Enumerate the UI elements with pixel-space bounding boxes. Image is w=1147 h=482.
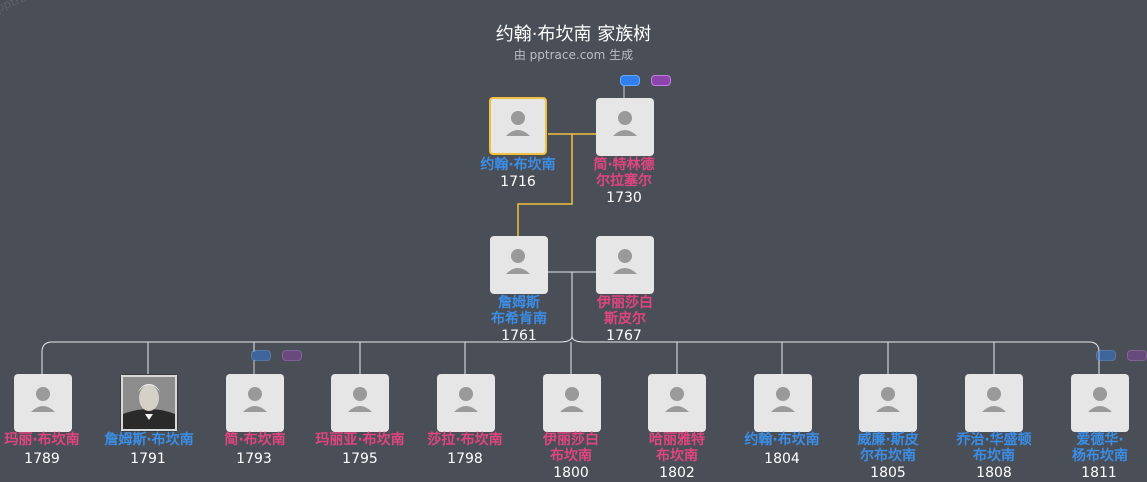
person-silhouette-icon <box>243 387 267 412</box>
person-silhouette-icon <box>348 387 372 412</box>
person-card-james-1791[interactable] <box>120 374 178 432</box>
person-birth-year: 1804 <box>764 451 800 467</box>
person-birth-year: 1805 <box>870 465 906 481</box>
person-birth-year: 1808 <box>976 465 1012 481</box>
expand-children-pill-c11[interactable] <box>1127 350 1147 361</box>
person-silhouette-icon <box>506 249 530 274</box>
person-silhouette-icon <box>613 249 637 274</box>
person-silhouette-icon <box>771 387 795 412</box>
person-card-sarah-1798[interactable] <box>437 374 495 432</box>
portrait-photo-icon <box>121 375 177 431</box>
person-name: 伊丽莎白斯皮尔 <box>597 295 653 327</box>
expand-spouse-pill-c11[interactable] <box>1096 350 1116 361</box>
person-birth-year: 1761 <box>501 328 537 344</box>
person-card-george-1808[interactable] <box>965 374 1023 432</box>
expand-spouse-pill-c3[interactable] <box>251 350 271 361</box>
person-card-maria-1795[interactable] <box>331 374 389 432</box>
person-name: 詹姆斯·布坎南 <box>104 432 194 448</box>
person-card-jane-1793[interactable] <box>226 374 284 432</box>
person-name: 威廉·斯皮尔布坎南 <box>857 432 919 464</box>
tree-subtitle: 由 pptrace.com 生成 <box>513 48 634 62</box>
person-name: 简·布坎南 <box>224 432 286 448</box>
person-silhouette-icon <box>31 387 55 412</box>
person-card-edward-1811[interactable] <box>1071 374 1129 432</box>
person-silhouette-icon <box>876 387 900 412</box>
person-silhouette-icon <box>1088 387 1112 412</box>
person-name: 玛丽·布坎南 <box>4 432 80 448</box>
children-bus <box>41 335 1100 374</box>
expand-father-pill[interactable] <box>620 75 640 86</box>
expand-children-pill-c3[interactable] <box>282 350 302 361</box>
person-name: 哈丽雅特布坎南 <box>649 432 705 464</box>
person-birth-year: 1800 <box>553 465 589 481</box>
person-birth-year: 1795 <box>342 451 378 467</box>
person-name: 玛丽亚·布坎南 <box>315 432 405 448</box>
person-silhouette-icon <box>454 387 478 412</box>
person-card-jane-1730[interactable] <box>596 98 654 156</box>
person-card-james-1761[interactable] <box>490 236 548 294</box>
person-card-william-1805[interactable] <box>859 374 917 432</box>
person-name: 詹姆斯布希肯南 <box>491 295 547 327</box>
person-birth-year: 1730 <box>606 190 642 206</box>
person-card-john-1716[interactable] <box>489 97 547 155</box>
person-birth-year: 1802 <box>659 465 695 481</box>
person-silhouette-icon <box>665 387 689 412</box>
person-silhouette-icon <box>506 111 530 136</box>
person-birth-year: 1789 <box>24 451 60 467</box>
tree-title: 约翰·布坎南 家族树 <box>495 24 652 45</box>
person-silhouette-icon <box>613 111 637 136</box>
person-name: 约翰·布坎南 <box>744 432 820 448</box>
person-birth-year: 1791 <box>130 451 166 467</box>
person-birth-year: 1793 <box>236 451 272 467</box>
person-card-elizabeth-1800[interactable] <box>543 374 601 432</box>
person-birth-year: 1767 <box>606 328 642 344</box>
expand-mother-pill[interactable] <box>651 75 671 86</box>
person-silhouette-icon <box>560 387 584 412</box>
person-name: 爱德华·杨布坎南 <box>1072 432 1128 464</box>
person-name: 莎拉·布坎南 <box>427 432 503 448</box>
person-birth-year: 1716 <box>500 174 536 190</box>
person-card-elizabeth-1767[interactable] <box>596 236 654 294</box>
person-name: 伊丽莎白布坎南 <box>543 432 599 464</box>
person-name: 乔治·华盛顿布坎南 <box>956 432 1032 464</box>
person-card-mary-1789[interactable] <box>14 374 72 432</box>
person-card-john-1804[interactable] <box>754 374 812 432</box>
person-name: 简·特林德尔拉塞尔 <box>593 157 655 189</box>
descent-link-gen1 <box>517 134 573 236</box>
person-card-harriet-1802[interactable] <box>648 374 706 432</box>
person-silhouette-icon <box>982 387 1006 412</box>
person-birth-year: 1811 <box>1081 465 1117 481</box>
person-birth-year: 1798 <box>447 451 483 467</box>
person-name: 约翰·布坎南 <box>480 157 556 173</box>
